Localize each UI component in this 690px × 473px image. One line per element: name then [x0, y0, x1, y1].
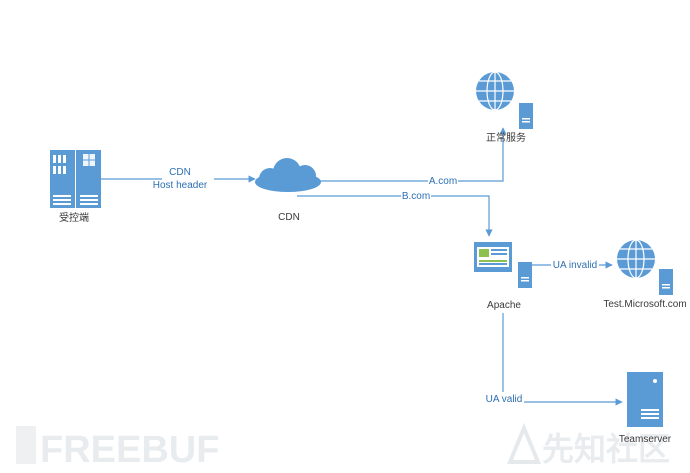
victim-label: 受控端 [59, 211, 89, 224]
normal-service-label: 正常服务 [486, 131, 526, 144]
edge-label-ua-valid: UA valid [486, 394, 523, 405]
victim-node: 受控端 [50, 150, 101, 224]
edge-label-host-header: Host header [153, 180, 208, 191]
microsoft-label: Test.Microsoft.com [603, 299, 686, 310]
microsoft-node: Test.Microsoft.com [603, 239, 687, 310]
edge-label-ua-invalid: UA invalid [553, 260, 597, 271]
xianzhi-watermark-text: 先知社区 [542, 431, 670, 467]
apache-label: Apache [487, 300, 521, 311]
teamserver-label: Teamserver [619, 434, 672, 445]
normal-service-node: 正常服务 [476, 71, 533, 144]
globe-server-icon [617, 239, 673, 295]
tower-server-icon [627, 372, 663, 427]
xianzhi-watermark: 先知社区 [507, 422, 670, 467]
globe-server-icon [476, 71, 533, 129]
web-server-icon [474, 242, 532, 288]
freebuf-watermark: FREEBUF [16, 426, 219, 471]
cdn-label: CDN [278, 212, 300, 223]
edge-apache-teamserver [502, 313, 623, 406]
edge-label-cdn: CDN [169, 167, 191, 178]
teamserver-node: Teamserver [619, 372, 672, 445]
edge-label-b-com: B.com [402, 191, 430, 202]
edge-cdn-apache [297, 195, 493, 237]
edge-label-a-com: A.com [429, 176, 457, 187]
cdn-node: CDN [255, 158, 321, 223]
edge-cdn-normal-service [300, 127, 507, 182]
server-rack-icon [50, 150, 101, 208]
cloud-icon [255, 158, 321, 192]
apache-node: Apache [474, 242, 532, 311]
freebuf-watermark-text: FREEBUF [40, 429, 219, 471]
